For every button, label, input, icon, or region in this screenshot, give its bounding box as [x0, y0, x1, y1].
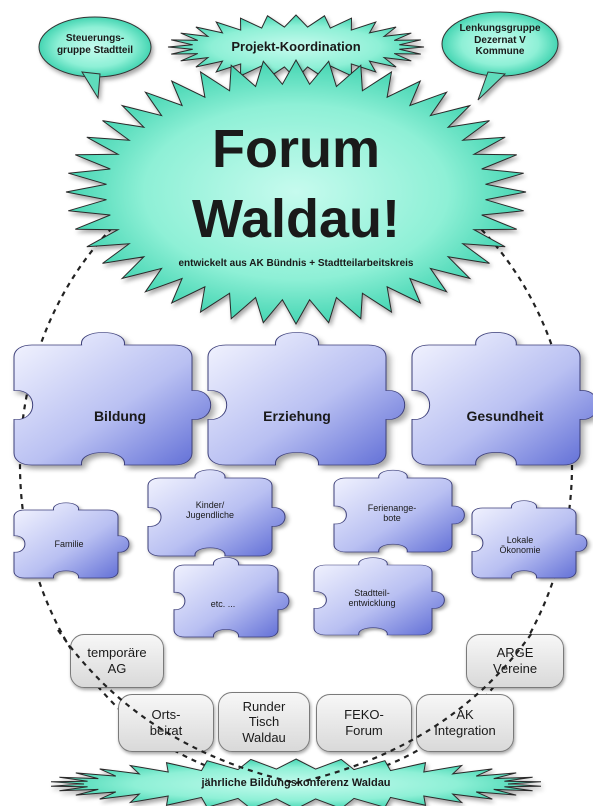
- puzzle-label-stadtteil: Stadtteil- entwicklung: [322, 588, 422, 609]
- runder-tisch-line-2: Tisch: [248, 714, 280, 730]
- temp-ag-line-2: AG: [107, 661, 127, 676]
- puzzle-gesundheit: [411, 332, 593, 466]
- arge-line-2: Vereine: [492, 661, 538, 676]
- feko-line-1: FEKO-: [344, 707, 384, 723]
- runder-tisch-line-1: Runder: [242, 698, 286, 714]
- puzzle-label-ferien: Ferienange- bote: [342, 503, 442, 524]
- box-feko-forum: FEKO-Forum: [316, 694, 412, 752]
- stadtteil-line-2: entwicklung: [348, 598, 396, 609]
- stadtteil-line-1: Stadtteil-: [354, 588, 390, 598]
- speech-right-text: Lenkungsgruppe Dezernat V Kommune: [448, 23, 552, 58]
- forum-title-line-2: Waldau!: [192, 189, 400, 249]
- puzzle-erziehung: [207, 332, 406, 466]
- puzzle-etc: [173, 557, 290, 638]
- puzzle-oekonomie: [471, 500, 588, 579]
- puzzle-label-familie: Familie: [54, 539, 84, 549]
- puzzle-kinder: [147, 469, 286, 557]
- speech-left-line-1: Steuerungs-: [65, 33, 125, 44]
- oekonomie-line-2: Ökonomie: [499, 545, 541, 556]
- kinder-line-2: Jugendliche: [185, 510, 235, 521]
- ferien-line-1: Ferienange-: [367, 503, 417, 513]
- puzzle-label-gesundheit: Gesundheit: [466, 408, 544, 424]
- ortsbeirat-line-2: beirat: [149, 723, 183, 738]
- forum-title-line-1: Forum: [212, 119, 380, 179]
- ak-integration-line-2: Integration: [434, 723, 496, 738]
- speech-left-line-2: gruppe Stadtteil: [56, 44, 134, 56]
- speech-right-line-3: Kommune: [475, 46, 525, 57]
- speech-left-text: Steuerungs- gruppe Stadtteil: [45, 33, 145, 56]
- puzzle-label-erziehung: Erziehung: [263, 408, 331, 424]
- conference-label: jährliche Bildungskonferenz Waldau: [201, 777, 391, 789]
- ortsbeirat-line-1: Orts-: [151, 707, 181, 723]
- kinder-line-1: Kinder/: [195, 500, 225, 510]
- puzzle-familie: [13, 502, 130, 579]
- speech-right-line-1: Lenkungsgruppe: [459, 23, 541, 34]
- temp-ag-line-1: temporäre: [87, 645, 147, 661]
- puzzle-group: [13, 332, 593, 638]
- ak-integration-line-1: AK: [456, 707, 474, 723]
- puzzle-label-kinder: Kinder/ Jugendliche: [160, 500, 260, 521]
- puzzle-label-etc: etc. ...: [210, 599, 236, 609]
- puzzle-bildung: [13, 332, 212, 466]
- speech-bubble-left: [38, 16, 152, 100]
- box-ortsbeirat: Orts-beirat: [118, 694, 214, 752]
- forum-starburst: [65, 58, 527, 326]
- speech-bubble-right: [441, 11, 559, 101]
- coordination-label: Projekt-Koordination: [231, 39, 361, 54]
- ferien-line-2: bote: [383, 513, 401, 524]
- runder-tisch-line-3: Waldau: [242, 729, 286, 745]
- forum-subtitle: entwickelt aus AK Bündnis + Stadtteilarb…: [178, 258, 414, 269]
- puzzle-ferien: [333, 469, 465, 553]
- puzzle-label-oekonomie: Lokale Ökonomie: [475, 535, 565, 556]
- oekonomie-line-1: Lokale: [506, 535, 534, 545]
- feko-line-2: Forum: [345, 723, 383, 738]
- arge-line-1: ARGE: [496, 645, 534, 661]
- puzzle-label-bildung: Bildung: [93, 408, 147, 424]
- speech-right-line-2: Dezernat V: [474, 34, 526, 46]
